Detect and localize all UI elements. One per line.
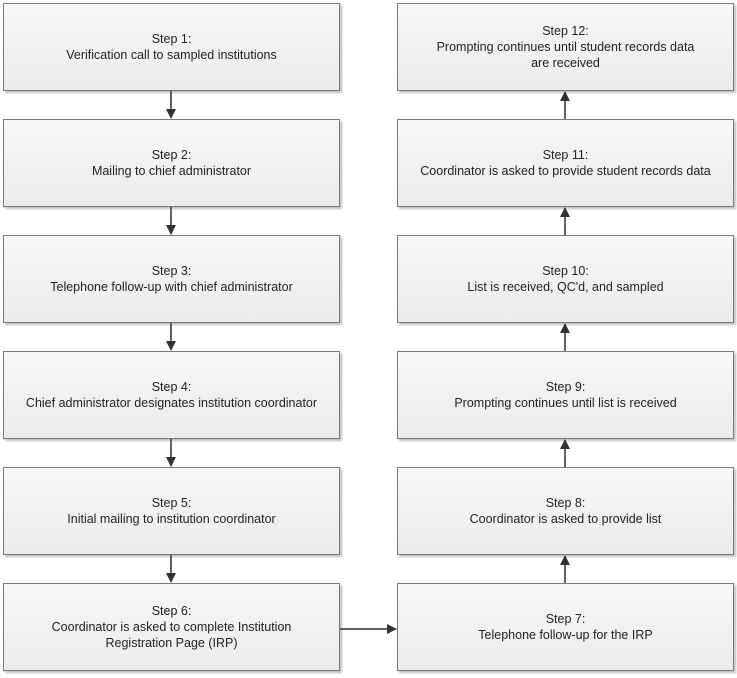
step-10-box: Step 10: List is received, QC'd, and sam… [397,235,734,323]
step-6-box: Step 6: Coordinator is asked to complete… [3,583,340,671]
step-5-box: Step 5: Initial mailing to institution c… [3,467,340,555]
step-2-label: Step 2: [151,148,192,162]
step-7-label: Step 7: [545,612,586,626]
step-8-text: Coordinator is asked to provide list [469,512,662,526]
step-2-box: Step 2: Mailing to chief administrator [3,119,340,207]
step-5-text: Initial mailing to institution coordinat… [67,512,276,526]
step-7-text: Telephone follow-up for the IRP [478,628,653,642]
step-7-box: Step 7: Telephone follow-up for the IRP [397,583,734,671]
step-9-box: Step 9: Prompting continues until list i… [397,351,734,439]
step-1-label: Step 1: [151,32,192,46]
step-8-box: Step 8: Coordinator is asked to provide … [397,467,734,555]
step-9-text: Prompting continues until list is receiv… [454,396,677,410]
step-5-label: Step 5: [151,496,192,510]
step-6-label: Step 6: [151,604,192,618]
step-12-text: Prompting continues until student record… [436,40,695,70]
step-12-label: Step 12: [542,24,589,38]
step-8-label: Step 8: [545,496,586,510]
step-3-box: Step 3: Telephone follow-up with chief a… [3,235,340,323]
step-1-text: Verification call to sampled institution… [66,48,277,62]
step-3-text: Telephone follow-up with chief administr… [50,280,293,294]
step-10-label: Step 10: [542,264,589,278]
step-10-text: List is received, QC'd, and sampled [467,280,664,294]
step-4-text: Chief administrator designates instituti… [25,396,318,410]
step-3-label: Step 3: [151,264,192,278]
step-1-box: Step 1: Verification call to sampled ins… [3,3,340,91]
step-12-box: Step 12: Prompting continues until stude… [397,3,734,91]
step-11-box: Step 11: Coordinator is asked to provide… [397,119,734,207]
step-4-box: Step 4: Chief administrator designates i… [3,351,340,439]
step-9-label: Step 9: [545,380,586,394]
step-11-label: Step 11: [542,148,589,162]
step-11-text: Coordinator is asked to provide student … [420,164,711,178]
step-6-text: Coordinator is asked to complete Institu… [51,620,292,650]
step-4-label: Step 4: [151,380,192,394]
step-2-text: Mailing to chief administrator [91,164,252,178]
